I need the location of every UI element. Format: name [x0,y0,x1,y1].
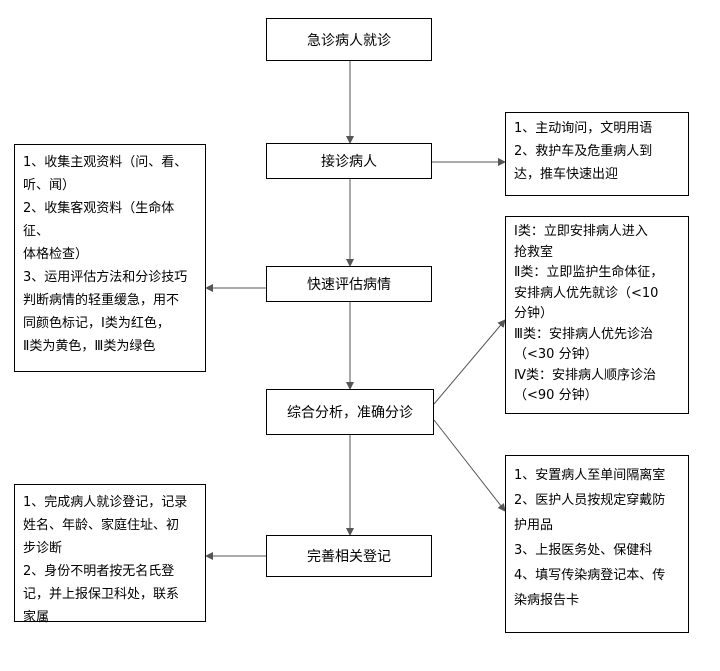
note-line: 2、救护车及危重病人到 [514,144,653,159]
note-line: 3、上报医务处、保健科 [514,543,653,558]
note-line: 1、安置病人至单间隔离室 [514,468,666,483]
note-line: 2、医护人员按规定穿戴防 [514,493,666,508]
flow-step-receive-patient: 接诊病人 [266,143,432,179]
arrow-triage-to-infection-note [433,419,506,512]
arrow-triage-to-category-note [433,319,506,405]
flow-step-quick-assessment: 快速评估病情 [266,266,432,302]
registration-details-note: 1、完成病人就诊登记，记录 姓名、年龄、家庭住址、初 步诊断 2、身份不明者按无… [14,484,206,625]
note-line: Ⅳ类：安排病人顺序诊治 [514,367,656,383]
note-line: 步诊断 [23,541,63,556]
note-line: 达，推车快速出迎 [514,167,619,182]
flow-step-analysis-triage: 综合分析，准确分诊 [266,389,434,435]
note-line: 记，并上报保卫科处，联系 [23,587,180,602]
note-line: Ⅲ类：安排病人优先诊治 [514,326,653,342]
note-line: 2、收集客观资料（生命体征、 [23,201,175,239]
note-line: Ⅰ类：立即安排病人进入 [514,224,648,239]
note-line: （<30 分钟） [514,347,598,362]
note-line: （<90 分钟） [514,388,598,403]
note-line: 同颜色标记，Ⅰ类为红色， [23,316,170,331]
note-line: Ⅱ类为黄色，Ⅲ类为绿色 [23,339,156,354]
flow-step-label: 综合分析，准确分诊 [287,405,413,421]
note-line: 1、主动询问，文明用语 [514,121,653,136]
infection-control-note: 1、安置病人至单间隔离室 2、医护人员按规定穿戴防 护用品 3、上报医务处、保健… [505,455,689,633]
note-line: 1、完成病人就诊登记，记录 [23,495,188,510]
note-line: 1、收集主观资料（问、看、 [23,155,188,170]
note-line: 安排病人优先就诊（<10 [514,285,659,301]
flow-step-label: 完善相关登记 [307,549,391,565]
note-line: 2、身份不明者按无名氏登 [23,564,175,579]
note-line: 抢救室 [514,244,554,260]
reception-details-note: 1、主动询问，文明用语 2、救护车及危重病人到 达，推车快速出迎 [505,112,689,196]
note-line: 听、闻） [23,178,76,193]
note-line: 染病报告卡 [514,593,580,608]
note-line: 家属 [23,610,50,625]
note-line: 判断病情的轻重缓急，用不 [23,293,180,308]
note-line: Ⅱ类：立即监护生命体征， [514,265,664,280]
note-line: 3、运用评估方法和分诊技巧 [23,270,188,285]
flow-step-label: 快速评估病情 [307,277,391,293]
flow-step-label: 急诊病人就诊 [307,32,391,49]
note-line: 分钟） [514,306,554,321]
flow-step-registration: 完善相关登记 [266,535,432,577]
flow-step-emergency-visit: 急诊病人就诊 [266,18,432,61]
note-line: 姓名、年龄、家庭住址、初 [23,518,180,533]
note-line: 护用品 [514,518,554,533]
note-line: 4、填写传染病登记本、传 [514,568,666,583]
flow-step-label: 接诊病人 [321,154,377,170]
note-line: 体格检查） [23,247,89,262]
triage-category-note: Ⅰ类：立即安排病人进入 抢救室 Ⅱ类：立即监护生命体征， 安排病人优先就诊（<1… [505,216,689,414]
assessment-details-note: 1、收集主观资料（问、看、 听、闻） 2、收集客观资料（生命体征、 体格检查） … [14,144,206,372]
